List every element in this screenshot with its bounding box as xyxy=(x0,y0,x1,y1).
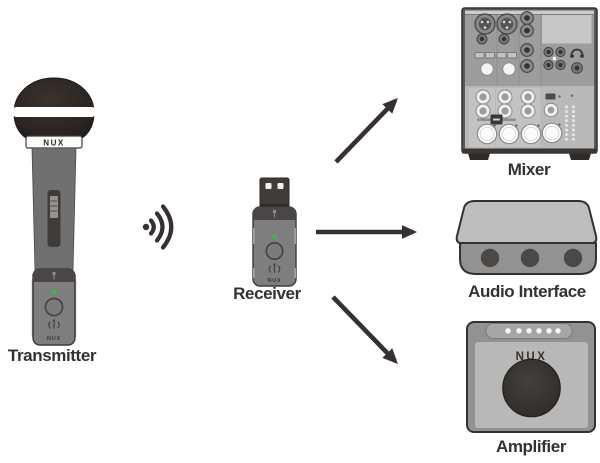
usb-contact-right xyxy=(277,183,284,189)
mixer-foot-left xyxy=(468,153,490,160)
antenna-icon xyxy=(52,271,56,280)
receiver-illustration: NUX xyxy=(252,177,297,287)
arrow-receiver-to-amplifier xyxy=(331,295,398,364)
pan-fader xyxy=(477,114,516,125)
receiver-label: Receiver xyxy=(233,284,301,303)
mixer-illustration xyxy=(461,7,598,160)
amplifier-illustration: NUX xyxy=(466,321,596,433)
mixer-bottom-edge xyxy=(462,148,597,154)
headphone-jack xyxy=(571,62,583,74)
mixer-label: Mixer xyxy=(507,160,551,179)
mic-head-band xyxy=(13,107,95,117)
usb-contact-left xyxy=(265,183,272,189)
wireless-signal-icon xyxy=(142,204,174,250)
mixer-blank-panel xyxy=(542,15,592,44)
audio-interface-label: Audio Interface xyxy=(468,282,586,301)
xlr-input-2 xyxy=(496,13,518,35)
transmitter-side-shade-right xyxy=(74,279,77,337)
transmitter-label: Transmitter xyxy=(7,346,97,365)
transmitter-pair-button xyxy=(44,297,64,317)
audio-interface-illustration xyxy=(455,200,598,275)
mic-brand-text: NUX xyxy=(43,139,64,148)
receiver-brand-text: NUX xyxy=(267,278,281,284)
amp-knobs xyxy=(505,328,561,334)
mic-switch-ridges xyxy=(50,200,58,212)
mic-transmitter-illustration: NUX NUX xyxy=(13,77,95,346)
audio-interface-top xyxy=(455,200,598,245)
headphone-icon xyxy=(570,48,584,58)
led-meter xyxy=(565,105,575,141)
transmitter-power-led xyxy=(51,289,57,295)
gain-knob-1 xyxy=(480,62,494,76)
stereo-input-jacks xyxy=(520,11,534,73)
interface-jack-1 xyxy=(480,248,500,268)
transmitter-brand-text: NUX xyxy=(47,336,61,342)
level-knobs xyxy=(476,122,563,145)
arrow-receiver-to-mixer xyxy=(334,98,398,164)
eq-knobs xyxy=(475,89,536,119)
receiver-pair-button xyxy=(265,242,284,261)
transmitter-wireless-icon xyxy=(48,319,60,330)
antenna-icon xyxy=(272,209,277,218)
mixer-foot-right xyxy=(569,153,591,160)
master-section xyxy=(543,93,574,118)
main-output-jacks xyxy=(543,46,566,71)
xlr-input-1 xyxy=(474,13,496,35)
transmitter-side-shade-left xyxy=(31,279,34,337)
receiver-wireless-icon xyxy=(268,263,281,274)
line-input-jacks xyxy=(476,33,510,45)
receiver-power-led xyxy=(272,234,277,240)
amp-speaker xyxy=(502,358,561,418)
channel-switches xyxy=(474,52,517,59)
interface-jack-3 xyxy=(563,248,583,268)
amplifier-label: Amplifier xyxy=(495,437,567,456)
gain-knob-2 xyxy=(502,62,516,76)
mic-switch-slider xyxy=(50,196,58,218)
usb-plug xyxy=(259,177,290,209)
interface-jack-2 xyxy=(520,248,540,268)
